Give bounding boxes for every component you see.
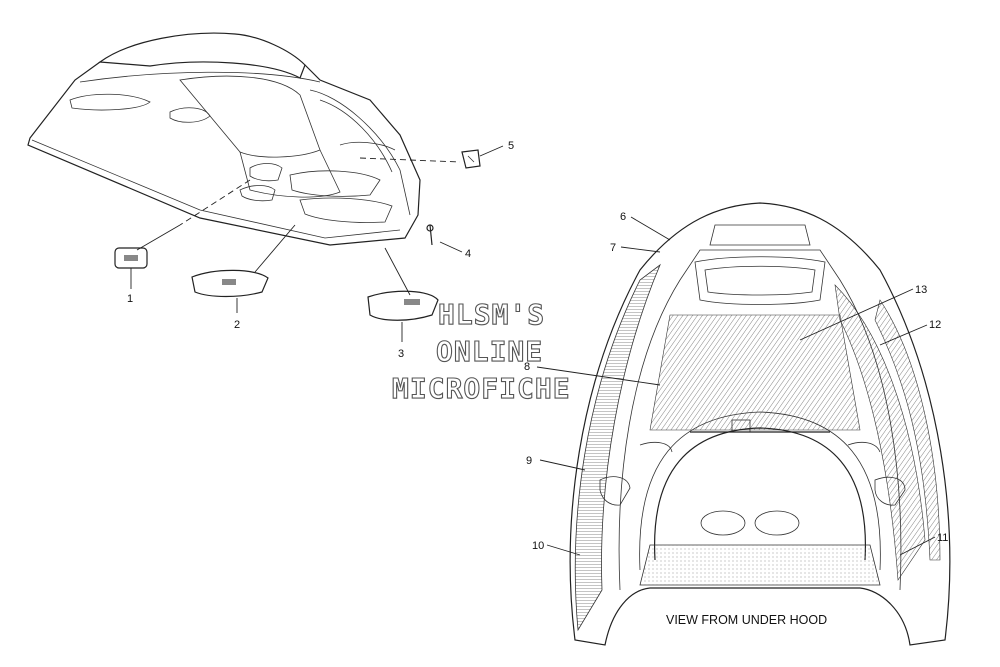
callout-3: 3 [398,348,404,360]
callout-12: 12 [929,319,941,331]
part-2-panel [191,269,269,298]
callout-5: 5 [508,140,514,152]
callout-7: 7 [610,242,616,254]
view-caption: VIEW FROM UNDER HOOD [666,613,827,627]
watermark-line-2: ONLINE [436,335,543,368]
callout-2: 2 [234,319,240,331]
callout-1: 1 [127,293,133,305]
callout-13: 13 [915,284,927,296]
hood-underside-view [569,202,951,646]
callout-9: 9 [526,455,532,467]
hood-perspective-view [27,32,461,246]
part-4-screw [426,224,434,246]
watermark-line-1: HLSM'S [438,298,545,331]
part-1-badge [114,247,148,269]
callout-4: 4 [465,248,471,260]
leader-lines-right [536,216,936,556]
watermark-line-3: MICROFICHE [392,372,571,405]
callout-11: 11 [937,532,948,544]
part-3-panel [367,290,439,321]
callout-10: 10 [532,540,544,552]
callout-8: 8 [524,361,530,373]
part-5-clip [461,149,481,169]
leader-lines-left [130,145,504,342]
callout-6: 6 [620,211,626,223]
watermark: HLSM'S ONLINE MICROFICHE [391,297,571,405]
